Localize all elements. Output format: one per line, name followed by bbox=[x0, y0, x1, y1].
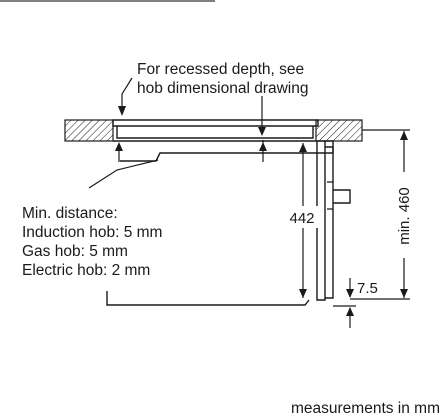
dim-460-arrow-bottom bbox=[400, 289, 408, 298]
dim-460-label: min. 460 bbox=[396, 187, 413, 245]
min-distance-arrow-left-head bbox=[115, 142, 123, 151]
oven-base-line bbox=[106, 291, 310, 306]
worktop-left bbox=[64, 119, 114, 142]
oven-handle-inner bbox=[327, 181, 333, 210]
hob-body bbox=[116, 126, 314, 139]
min-distance-title: Min. distance: bbox=[22, 205, 118, 222]
hob-depth-arrowhead bbox=[258, 127, 266, 136]
recess-note-line1: For recessed depth, see bbox=[137, 61, 304, 78]
dim-460-arrow-top bbox=[400, 131, 408, 140]
note-leader-line bbox=[121, 77, 133, 110]
oven-top-panel bbox=[113, 140, 334, 162]
dim-7-5-lower-arrowhead bbox=[346, 307, 354, 316]
min-distance-electric: Electric hob: 2 mm bbox=[22, 262, 150, 279]
worktop-right bbox=[315, 119, 363, 142]
min-distance-gas: Gas hob: 5 mm bbox=[22, 243, 128, 260]
dim-442-label: 442 bbox=[289, 210, 314, 227]
dim-7-5-upper-arrowhead bbox=[346, 289, 354, 298]
dim-442-arrow-top bbox=[299, 143, 307, 152]
oven-handle bbox=[333, 189, 351, 204]
hob-plate bbox=[112, 119, 319, 127]
note-leader-arrow bbox=[118, 106, 126, 116]
dim-7-5-label: 7.5 bbox=[357, 280, 378, 297]
min-distance-arrow-right-head bbox=[259, 142, 267, 151]
dim-442-arrow-bottom bbox=[299, 289, 307, 298]
min-distance-leader bbox=[88, 159, 159, 189]
oven-door bbox=[325, 146, 334, 299]
min-distance-induction: Induction hob: 5 mm bbox=[22, 224, 162, 241]
recess-note-line2: hob dimensional drawing bbox=[137, 80, 308, 97]
units-note: measurements in mm bbox=[291, 400, 440, 417]
